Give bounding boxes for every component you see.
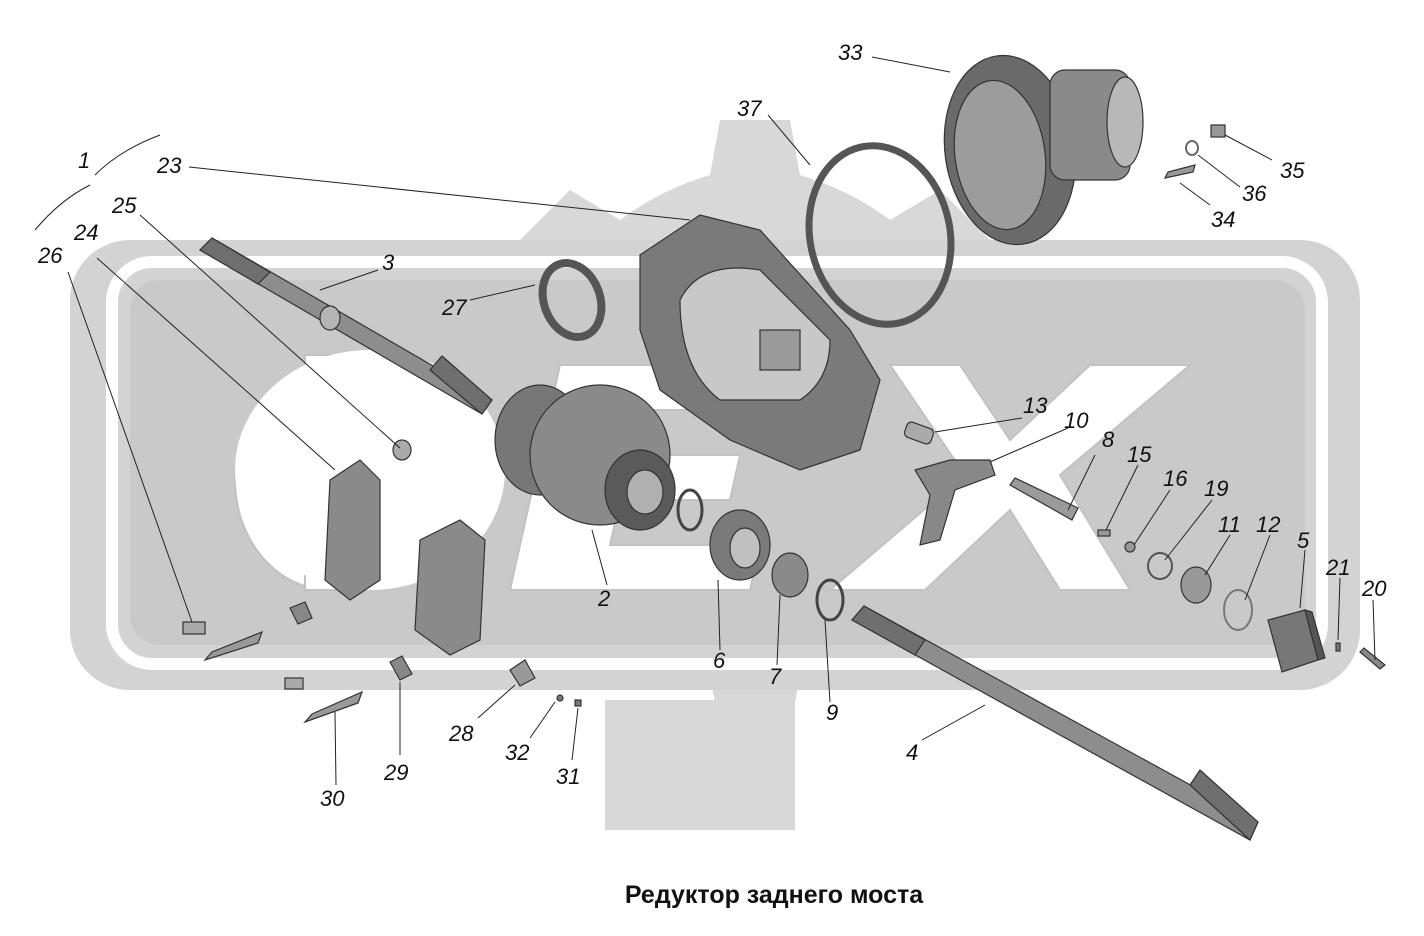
differential-2 bbox=[494, 384, 676, 531]
pin-small bbox=[284, 677, 304, 690]
callout-28: 28 bbox=[448, 721, 474, 746]
callout-37: 37 bbox=[737, 96, 762, 121]
spring-13 bbox=[903, 421, 935, 445]
washer-36 bbox=[1185, 140, 1199, 156]
callout-19: 19 bbox=[1204, 476, 1228, 501]
callout-16: 16 bbox=[1163, 466, 1188, 491]
stud-34 bbox=[1163, 164, 1196, 179]
gasket-37 bbox=[805, 142, 955, 328]
bolt-30 bbox=[303, 690, 364, 724]
callout-35: 35 bbox=[1280, 158, 1305, 183]
axle-shaft-4 bbox=[851, 605, 1259, 842]
callout-27: 27 bbox=[441, 295, 467, 320]
leader-lines bbox=[34, 56, 1376, 786]
callout-24: 24 bbox=[73, 220, 98, 245]
shift-fork-10 bbox=[914, 459, 996, 546]
callout-34: 34 bbox=[1211, 207, 1235, 232]
nut-35 bbox=[1210, 124, 1226, 138]
callout-30: 30 bbox=[320, 786, 345, 811]
lock-plate-29 bbox=[389, 655, 413, 681]
callout-25: 25 bbox=[111, 193, 137, 218]
callout-3: 3 bbox=[382, 250, 395, 275]
callout-29: 29 bbox=[383, 760, 408, 785]
cover-5 bbox=[1267, 609, 1326, 673]
bolt-20 bbox=[1359, 647, 1386, 670]
sliding-sleeve-6 bbox=[709, 509, 771, 581]
pin-21 bbox=[1335, 642, 1341, 652]
bushing-11 bbox=[1180, 566, 1212, 604]
bolt-long bbox=[203, 630, 264, 662]
callout-12: 12 bbox=[1256, 512, 1280, 537]
axle-shaft-3 bbox=[199, 237, 493, 415]
pin-25 bbox=[392, 439, 412, 461]
bearing-ring-27 bbox=[538, 259, 606, 341]
retaining-ring-9 bbox=[815, 578, 845, 622]
crown-gear-assembly-33 bbox=[943, 54, 1144, 246]
callout-2: 2 bbox=[597, 586, 610, 611]
callout-5: 5 bbox=[1297, 528, 1310, 553]
callout-33: 33 bbox=[838, 40, 863, 65]
rod-8 bbox=[1009, 477, 1079, 521]
callout-36: 36 bbox=[1242, 181, 1267, 206]
callout-8: 8 bbox=[1102, 427, 1115, 452]
callout-26: 26 bbox=[37, 243, 63, 268]
callout-1: 1 bbox=[78, 148, 90, 173]
callout-labels: 1 2 3 4 5 6 7 8 9 10 11 12 13 15 16 19 2… bbox=[37, 40, 1387, 811]
callout-20: 20 bbox=[1361, 576, 1387, 601]
pin-15 bbox=[1097, 529, 1111, 537]
callout-32: 32 bbox=[505, 740, 529, 765]
gasket-12 bbox=[1223, 589, 1253, 631]
callout-7: 7 bbox=[769, 664, 782, 689]
lock-plate-upper bbox=[289, 601, 313, 625]
callout-9: 9 bbox=[826, 700, 838, 725]
gear-coupling-7 bbox=[771, 552, 809, 598]
callout-6: 6 bbox=[713, 648, 726, 673]
callout-31: 31 bbox=[556, 764, 580, 789]
bearing-cap-half bbox=[414, 519, 486, 656]
callout-11: 11 bbox=[1218, 512, 1241, 537]
callout-15: 15 bbox=[1127, 442, 1152, 467]
callout-13: 13 bbox=[1023, 393, 1048, 418]
callout-10: 10 bbox=[1064, 408, 1089, 433]
pin-26 bbox=[182, 621, 206, 635]
pin-31 bbox=[574, 699, 582, 707]
callout-21: 21 bbox=[1325, 555, 1350, 580]
carrier-housing-23 bbox=[639, 214, 881, 471]
retaining-ring-small bbox=[676, 488, 704, 532]
callout-23: 23 bbox=[156, 153, 182, 178]
ring-19 bbox=[1147, 552, 1173, 580]
ball-16 bbox=[1124, 541, 1136, 553]
callout-4: 4 bbox=[906, 740, 918, 765]
bearing-cap-24 bbox=[324, 459, 381, 601]
diagram-caption: Редуктор заднего моста bbox=[625, 881, 924, 909]
pin-32 bbox=[556, 694, 564, 702]
plate-28 bbox=[509, 659, 536, 687]
